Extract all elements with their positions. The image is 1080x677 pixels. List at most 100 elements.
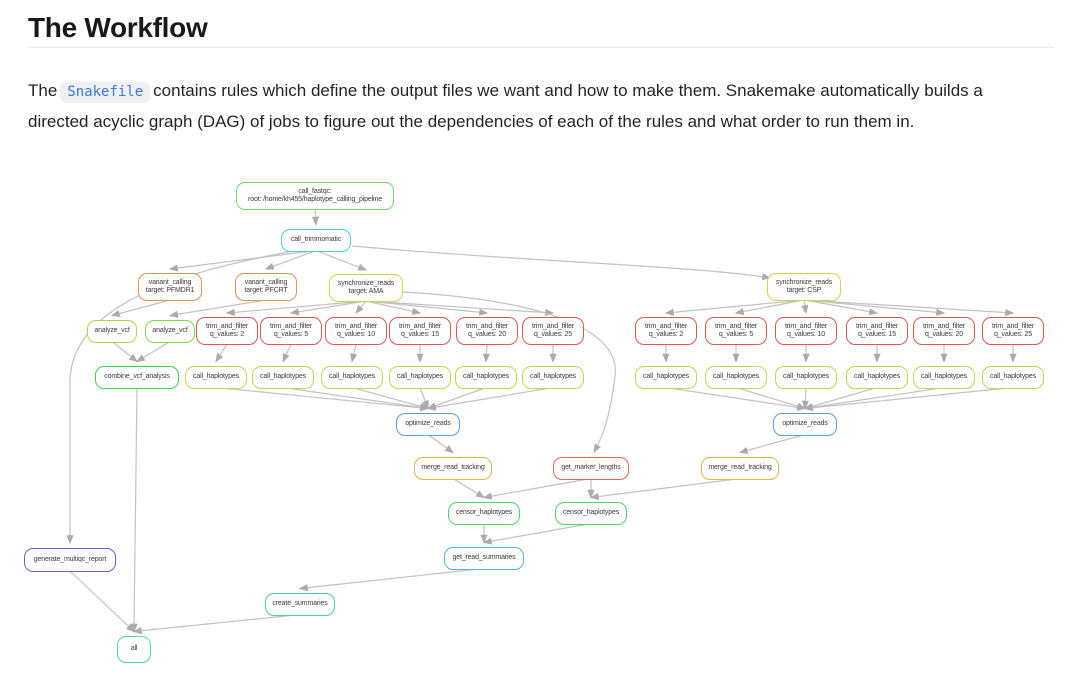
edge-call_trimmomatic-to-variant_calling_pfmdr1: [168, 249, 317, 272]
edge-synchronize_reads_csp-to-taf_r_20: [803, 299, 946, 316]
title-divider: [28, 47, 1054, 48]
edge-synchronize_reads_csp-to-taf_r_15: [803, 299, 879, 316]
edge-synchronize_reads_ama-to-taf_l_5: [289, 300, 367, 316]
censor_haplotypes_l-node: censor_haplotypes: [448, 501, 520, 525]
ch_l_2-node: call_haplotypes: [185, 365, 247, 389]
edge-taf_l_10-to-ch_l_10: [350, 343, 358, 363]
intro-text-after: contains rules which define the output f…: [28, 81, 983, 131]
edge-call_trimmomatic-to-synchronize_reads_csp: [351, 245, 772, 281]
edge-optimize_reads_l-to-merge_read_tracking_l: [427, 434, 454, 454]
ch_r_2-node: call_haplotypes: [635, 365, 697, 389]
edge-synchronize_reads_ama-to-taf_l_2: [225, 300, 367, 316]
edge-synchronize_reads_ama-to-taf_l_15: [365, 300, 422, 315]
edge-call_trimmomatic-to-variant_calling_pfcrt: [264, 249, 317, 270]
ch_r_15-node: call_haplotypes: [846, 365, 908, 389]
ch_l_15-node: call_haplotypes: [389, 365, 451, 389]
edge-taf_l_20-to-ch_l_20: [482, 343, 491, 363]
edge-ch_l_25-to-optimize_reads_l: [426, 386, 554, 411]
edge-analyze_vcf_l-to-combine_vcf_analysis: [111, 341, 138, 363]
ch_r_20-node: call_haplotypes: [913, 365, 975, 389]
edge-synchronize_reads_ama-to-taf_l_20: [365, 300, 489, 316]
ch_r_5-node: call_haplotypes: [705, 365, 767, 389]
edge-combine_vcf_analysis-to-all: [130, 387, 138, 633]
edge-analyze_vcf_r-to-combine_vcf_analysis: [135, 340, 171, 363]
edge-call_trimmomatic-to-synchronize_reads_ama: [315, 249, 368, 271]
edge-ch_r_10-to-optimize_reads_r: [801, 387, 809, 410]
optimize_reads_r-node: optimize_reads: [773, 412, 837, 436]
edge-merge_read_tracking_r-to-censor_haplotypes_r: [589, 477, 741, 501]
intro-text-before: The: [28, 81, 58, 100]
edge-variant_calling_pfcrt-to-analyze_vcf_r: [168, 299, 267, 318]
optimize_reads_l-node: optimize_reads: [396, 412, 460, 436]
edge-ch_r_5-to-optimize_reads_r: [735, 386, 807, 410]
call_fastqc-node: call_fastqc:root: /home/kh455/haplotype_…: [236, 182, 394, 210]
edge-merge_read_tracking_l-to-censor_haplotypes_l: [452, 477, 486, 499]
ch_l_20-node: call_haplotypes: [455, 365, 517, 389]
ch_l_5-node: call_haplotypes: [252, 365, 314, 389]
edge-call_fastqc-to-call_trimmomatic: [311, 208, 320, 226]
edge-ch_r_2-to-optimize_reads_r: [665, 386, 807, 411]
create_summaries-node: create_summaries: [265, 592, 335, 616]
edge-generate_multiqc_report-to-all: [69, 570, 135, 633]
censor_haplotypes_r-node: censor_haplotypes: [555, 501, 627, 525]
ch_r_10-node: call_haplotypes: [775, 365, 837, 389]
edge-create_summaries-to-all: [132, 613, 301, 635]
edge-synchronize_reads_csp-to-taf_r_10: [801, 299, 809, 315]
snakefile-code-chip[interactable]: Snakefile: [60, 82, 151, 103]
edge-synchronize_reads_csp-to-taf_r_25: [803, 299, 1015, 317]
edge-ch_r_15-to-optimize_reads_r: [803, 386, 878, 410]
ch_l_10-node: call_haplotypes: [321, 365, 383, 389]
edge-variant_calling_pfmdr1-to-analyze_vcf_l: [110, 299, 171, 317]
edge-ch_l_5-to-optimize_reads_l: [282, 386, 430, 411]
edge-ch_l_2-to-optimize_reads_l: [215, 386, 430, 412]
get_marker_lengths-node: get_marker_lengths: [553, 456, 629, 480]
edge-ch_l_20-to-optimize_reads_l: [426, 386, 487, 410]
edge-optimize_reads_r-to-merge_read_tracking_r: [738, 433, 806, 454]
edge-ch_r_25-to-optimize_reads_r: [803, 386, 1014, 412]
analyze_vcf_l-node: analyze_vcf: [87, 319, 137, 343]
merge_read_tracking_r-node: merge_read_tracking: [701, 456, 779, 480]
edge-ch_l_10-to-optimize_reads_l: [351, 386, 430, 410]
generate_multiqc_report-node: generate_multiqc_report: [24, 548, 116, 572]
edge-taf_l_5-to-ch_l_5: [282, 343, 292, 363]
edge-synchronize_reads_ama-to-taf_l_25: [365, 300, 555, 317]
edge-get_marker_lengths-to-censor_haplotypes_l: [482, 477, 592, 500]
edge-synchronize_reads_csp-to-taf_r_2: [664, 299, 805, 316]
analyze_vcf_r-node: analyze_vcf: [145, 319, 195, 343]
edge-synchronize_reads_csp-to-taf_r_5: [734, 299, 805, 316]
edge-synchronize_reads_ama-to-taf_l_10: [355, 300, 367, 314]
get_read_summaries-node: get_read_summaries: [444, 546, 524, 570]
edge-taf_l_2-to-ch_l_2: [215, 343, 228, 363]
edge-get_read_summaries-to-create_summaries: [298, 567, 485, 592]
merge_read_tracking_l-node: merge_read_tracking: [414, 456, 492, 480]
combine_vcf_analysis-node: combine_vcf_analysis: [95, 365, 179, 389]
call_trimmomatic-node: call_trimmomatic: [281, 228, 351, 252]
edge-synchronize_reads_ama-to-get_marker_lengths: [402, 291, 616, 454]
ch_l_25-node: call_haplotypes: [522, 365, 584, 389]
page-title: The Workflow: [28, 12, 208, 43]
edge-censor_haplotypes_r-to-get_read_summaries: [482, 522, 592, 545]
ch_r_25-node: call_haplotypes: [982, 365, 1044, 389]
all-node: all: [117, 635, 151, 663]
edge-ch_r_20-to-optimize_reads_r: [803, 386, 945, 411]
